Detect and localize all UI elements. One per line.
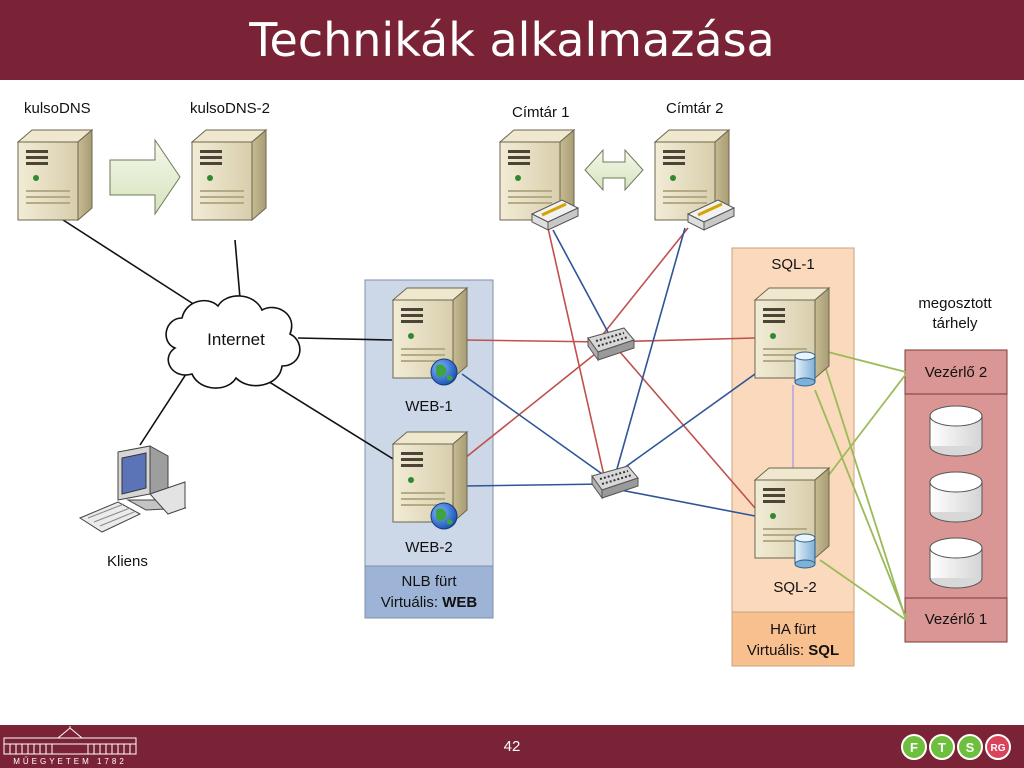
ha-cluster-label-box [731,611,855,667]
server-kulsodns2-icon [191,129,267,221]
black-links [59,217,399,463]
label-ha-virtual-prefix: Virtuális: [747,642,808,659]
badge-f: F [910,740,918,755]
replication-arrow [109,138,181,216]
internet-cloud-icon [165,295,301,389]
storage-disk-1-icon [929,405,983,457]
page-number: 42 [503,738,521,755]
green-links [814,349,907,621]
database-sql2-icon [794,533,816,569]
sync-double-arrow [584,148,644,192]
label-nlb-cluster: NLB fürt [401,573,457,590]
label-controller2: Vezérlő 2 [925,364,988,381]
nlb-cluster-label-box [364,565,494,619]
server-web1-icon [392,287,468,379]
controller2-box [904,349,1008,395]
server-web2-icon [392,431,468,523]
label-shared-storage-line1: megosztott [918,295,992,312]
globe-web1-icon [430,358,458,386]
label-nlb-virtual-prefix: Virtuális: [381,594,442,611]
label-internet: Internet [207,330,265,349]
label-sql1: SQL-1 [771,256,814,273]
university-logo: MŰEGYETEM 1782 [3,726,137,766]
label-nlb-virtual: Virtuális: WEB [381,594,478,611]
server-sql2-icon [754,467,830,559]
label-web2: WEB-2 [405,539,453,556]
storage-disk-2-icon [929,471,983,523]
label-cimtar2: Címtár 2 [666,100,724,117]
footer-bar [0,725,1024,768]
client-computer-icon [78,445,187,533]
label-controller1: Vezérlő 1 [925,611,988,628]
ftsrg-logo: F T S RG [901,734,1011,760]
label-kliens: Kliens [107,553,148,570]
label-kulsodns: kulsoDNS [24,100,91,117]
label-ha-virtual-name: SQL [808,642,839,659]
university-caption: MŰEGYETEM 1782 [13,757,127,766]
label-web1: WEB-1 [405,398,453,415]
storage-disk-3-icon [929,537,983,589]
label-ha-cluster: HA fürt [770,621,817,638]
label-shared-storage-line2: tárhely [932,315,978,332]
controller1-box [904,597,1008,643]
badge-s: S [966,740,975,755]
server-sql1-icon [754,287,830,379]
blue-links [461,227,756,517]
badge-rg: RG [991,743,1006,754]
label-nlb-virtual-name: WEB [442,594,477,611]
globe-web2-icon [430,502,458,530]
label-ha-virtual: Virtuális: SQL [747,642,839,659]
database-sql1-icon [794,351,816,387]
network-diagram: kulsoDNS kulsoDNS-2 Címtár 1 Címtár 2 In… [17,100,1008,667]
label-kulsodns2: kulsoDNS-2 [190,100,270,117]
slide-title: Technikák alkalmazása [249,13,775,67]
badge-t: T [938,740,946,755]
label-sql2: SQL-2 [773,579,816,596]
title-bar [0,0,1024,80]
network-switch-upper-icon [587,327,635,361]
server-kulsodns-icon [17,129,93,221]
red-links [464,227,756,509]
label-cimtar1: Címtár 1 [512,104,570,121]
